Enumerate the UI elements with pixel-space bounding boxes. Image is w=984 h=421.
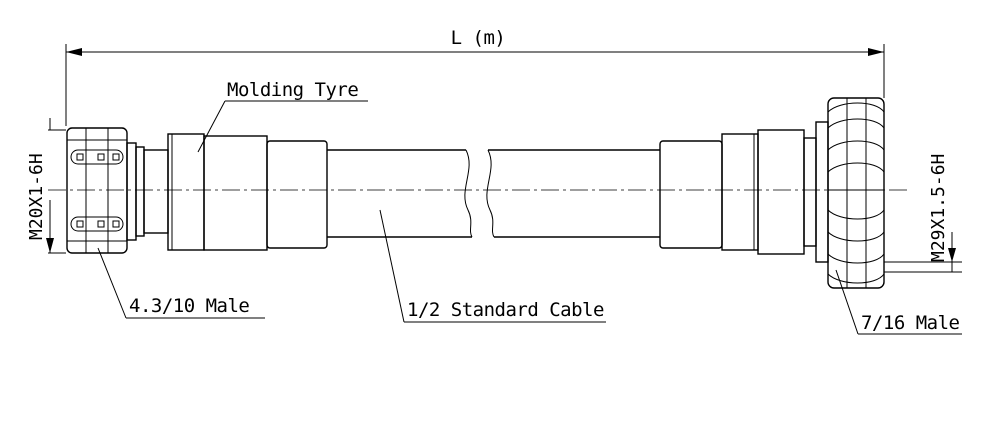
left-thread-dimension: M20X1-6H bbox=[26, 118, 66, 254]
right-connector bbox=[659, 97, 885, 289]
right-connector-callout: 7/16 Male bbox=[835, 269, 962, 335]
left-connector-callout: 4.3/10 Male bbox=[97, 247, 265, 319]
cable-callout: 1/2 Standard Cable bbox=[379, 209, 606, 323]
left-connector bbox=[66, 127, 328, 254]
length-dimension: L (m) bbox=[65, 27, 885, 126]
length-label: L (m) bbox=[451, 27, 506, 49]
right-thread-dimension: M29X1.5-6H bbox=[884, 154, 962, 273]
cable bbox=[327, 149, 660, 238]
right-connector-label: 7/16 Male bbox=[861, 312, 960, 334]
left-thread-label: M20X1-6H bbox=[26, 153, 47, 240]
cable-label: 1/2 Standard Cable bbox=[407, 299, 604, 321]
molding-label: Molding Tyre bbox=[227, 79, 358, 101]
left-connector-label: 4.3/10 Male bbox=[129, 295, 249, 317]
right-thread-label: M29X1.5-6H bbox=[928, 154, 949, 262]
molding-callout: Molding Tyre bbox=[197, 79, 368, 153]
